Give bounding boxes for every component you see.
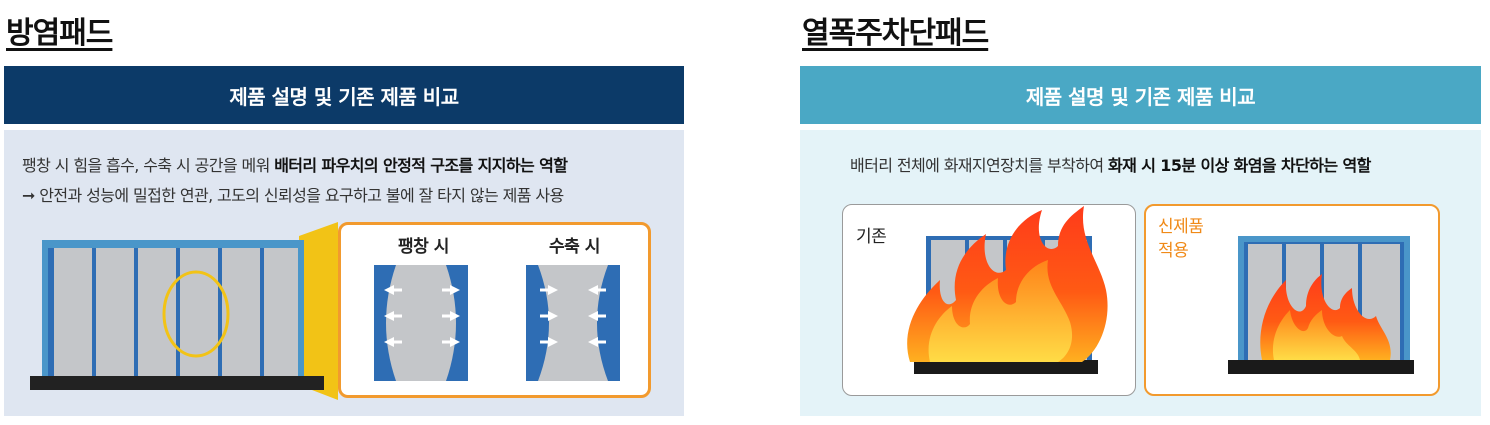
shrink-label: 수축 시 bbox=[549, 237, 600, 257]
highlight-circle bbox=[162, 270, 230, 358]
right-panel-header: 제품 설명 및 기존 제품 비교 bbox=[800, 66, 1481, 124]
left-section-title: 방염패드 bbox=[6, 16, 113, 51]
right-description: 배터리 전체에 화재지연장치를 부착하여 화재 시 15분 이상 화염을 차단하… bbox=[850, 152, 1371, 176]
expand-label: 팽창 시 bbox=[398, 237, 449, 257]
expansion-cell bbox=[374, 265, 468, 381]
left-description-bold: 배터리 파우치의 안정적 구조를 지지하는 역할 bbox=[274, 156, 568, 175]
left-panel: 제품 설명 및 기존 제품 비교 팽창 시 힘을 흡수, 수축 시 공간을 메워… bbox=[4, 66, 684, 416]
fire-comparison-diagram bbox=[907, 206, 1414, 374]
left-panel-header: 제품 설명 및 기존 제품 비교 bbox=[4, 66, 684, 124]
left-panel-body: 팽창 시 힘을 흡수, 수축 시 공간을 메워 배터리 파우치의 안정적 구조를… bbox=[4, 130, 684, 416]
battery-pack-diagram bbox=[30, 222, 338, 400]
existing-label: 기존 bbox=[856, 227, 887, 247]
right-section-title: 열폭주차단패드 bbox=[802, 16, 989, 51]
right-panel-body: 배터리 전체에 화재지연장치를 부착하여 화재 시 15분 이상 화염을 차단하… bbox=[800, 130, 1481, 416]
battery-cells bbox=[54, 248, 298, 382]
left-description-line1: 팽창 시 힘을 흡수, 수축 시 공간을 메워 배터리 파우치의 안정적 구조를… bbox=[22, 152, 568, 176]
new-fire bbox=[1260, 274, 1391, 360]
shrink-cell bbox=[526, 265, 620, 381]
new-product-label-line2: 적용 bbox=[1158, 241, 1189, 261]
right-description-bold: 화재 시 15분 이상 화염을 차단하는 역할 bbox=[1108, 156, 1371, 175]
right-panel: 제품 설명 및 기존 제품 비교 배터리 전체에 화재지연장치를 부착하여 화재… bbox=[800, 66, 1481, 416]
left-description-plain: 팽창 시 힘을 흡수, 수축 시 공간을 메워 bbox=[22, 156, 275, 175]
right-description-plain: 배터리 전체에 화재지연장치를 부착하여 bbox=[850, 156, 1108, 175]
new-product-label-line1: 신제품 bbox=[1158, 217, 1204, 237]
existing-fire bbox=[907, 206, 1108, 362]
pad-behavior-diagram bbox=[374, 265, 620, 381]
battery-base bbox=[30, 376, 324, 390]
left-description-line2: ➞ 안전과 성능에 밀접한 연관, 고도의 신뢰성을 요구하고 불에 잘 타지 … bbox=[22, 186, 564, 205]
